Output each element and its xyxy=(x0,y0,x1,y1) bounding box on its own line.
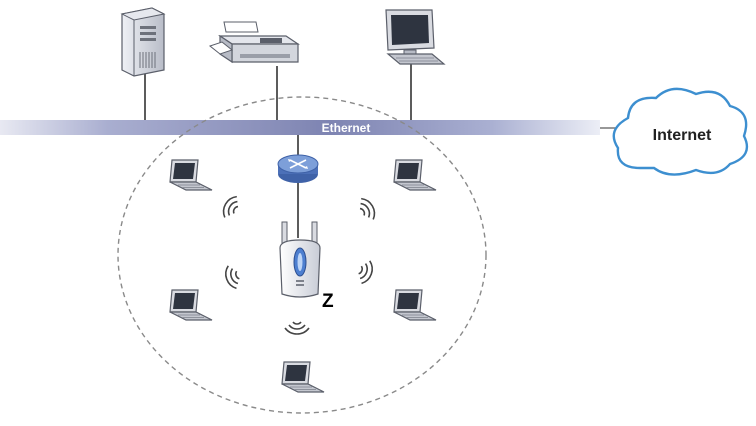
wifi-waves-icon xyxy=(284,321,310,335)
printer-fax-icon xyxy=(208,21,300,64)
wifi-waves-icon xyxy=(218,192,243,222)
laptop-icon xyxy=(169,289,213,321)
server-icon xyxy=(120,7,166,77)
wifi-waves-icon xyxy=(355,194,380,224)
ap-marker-label: Z xyxy=(322,291,334,312)
laptop-icon xyxy=(393,289,437,321)
internet-cloud-icon xyxy=(612,87,749,176)
internet-label: Internet xyxy=(653,127,712,144)
wifi-waves-icon xyxy=(221,262,243,292)
laptop-icon xyxy=(169,159,213,191)
laptop-icon xyxy=(393,159,437,191)
ethernet-label: Ethernet xyxy=(322,121,371,135)
wireless-coverage-boundary xyxy=(117,96,487,414)
router-icon xyxy=(277,154,319,183)
ethernet-bus xyxy=(0,120,600,135)
access-point-icon xyxy=(279,221,321,298)
laptop-icon xyxy=(281,361,325,393)
desktop-computer-icon xyxy=(385,9,446,65)
wifi-waves-icon xyxy=(355,257,377,287)
